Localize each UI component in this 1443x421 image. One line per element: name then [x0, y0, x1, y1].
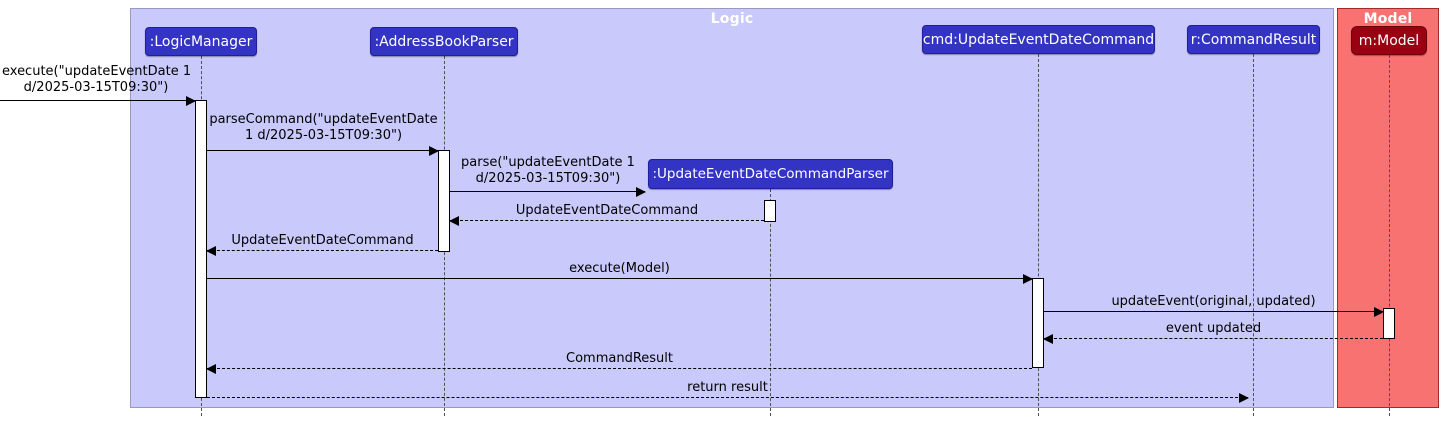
- message-execute-model-arrow: [207, 274, 1033, 284]
- arrowhead-icon: [1374, 307, 1384, 317]
- arrowhead-icon: [1023, 274, 1033, 284]
- arrowhead-icon: [636, 187, 646, 197]
- message-execute-entry-label: execute("updateEventDate 1 d/2025-03-15T…: [2, 64, 192, 96]
- participant-address-book-parser: :AddressBookParser: [370, 27, 518, 56]
- message-text: 1 d/2025-03-15T09:30"): [244, 128, 403, 143]
- arrowhead-icon: [186, 96, 196, 106]
- message-update-event-label: updateEvent(original, updated): [1044, 294, 1383, 310]
- lifeline-m-model: [1389, 55, 1390, 416]
- message-execute-entry-arrow: [0, 96, 196, 106]
- message-return-command-to-logic-manager-label: UpdateEventDateCommand: [207, 233, 438, 249]
- activation-m-model: [1383, 308, 1395, 339]
- message-return-result-label: return result: [207, 380, 1248, 396]
- arrowhead-icon: [449, 216, 459, 226]
- message-text: CommandResult: [566, 351, 673, 366]
- message-text: event updated: [1165, 321, 1262, 336]
- message-text: UpdateEventDateCommand: [231, 233, 414, 248]
- message-text: parse("updateEventDate 1: [461, 155, 635, 170]
- message-event-updated-label: event updated: [1044, 321, 1383, 337]
- message-text: d/2025-03-15T09:30"): [23, 80, 169, 95]
- message-return-result-arrow: [207, 393, 1249, 403]
- message-text: parseCommand("updateEventDate: [209, 112, 438, 127]
- lifeline-r-command-result: [1253, 54, 1254, 416]
- participant-m-model: m:Model: [1351, 26, 1427, 55]
- logic-frame: Logic: [130, 8, 1334, 408]
- arrowhead-icon: [1239, 393, 1249, 403]
- message-command-result-arrow: [206, 364, 1032, 374]
- message-return-command-to-parser-arrow: [449, 216, 764, 226]
- arrowhead-icon: [206, 246, 216, 256]
- logic-frame-title: Logic: [710, 11, 754, 27]
- message-update-event-arrow: [1044, 307, 1384, 317]
- message-text: UpdateEventDateCommand: [515, 203, 699, 218]
- arrowhead-icon: [1043, 334, 1053, 344]
- participant-logic-manager: :LogicManager: [145, 27, 257, 56]
- participant-r-command-result: r:CommandResult: [1187, 25, 1320, 54]
- message-text: return result: [687, 380, 768, 395]
- message-parse-label: parse("updateEventDate 1 d/2025-03-15T09…: [450, 155, 646, 187]
- arrowhead-icon: [429, 146, 439, 156]
- model-frame: Model: [1337, 8, 1439, 408]
- message-event-updated-arrow: [1043, 334, 1383, 344]
- lifeline-cmd-update-event-date-command: [1038, 54, 1039, 416]
- activation-update-event-date-command-parser: [764, 200, 776, 222]
- message-text: d/2025-03-15T09:30"): [475, 171, 621, 186]
- message-parse-command-arrow: [207, 146, 439, 156]
- message-parse-command-label: parseCommand("updateEventDate 1 d/2025-0…: [209, 112, 438, 144]
- message-text: execute(Model): [569, 261, 670, 276]
- message-return-command-to-parser-label: UpdateEventDateCommand: [450, 203, 764, 219]
- activation-address-book-parser: [438, 150, 450, 252]
- participant-cmd-update-event-date-command: cmd:UpdateEventDateCommand: [922, 25, 1155, 54]
- participant-update-event-date-command-parser: :UpdateEventDateCommandParser: [648, 159, 893, 189]
- message-execute-model-label: execute(Model): [207, 261, 1032, 277]
- message-command-result-label: CommandResult: [207, 351, 1032, 367]
- model-frame-title: Model: [1363, 11, 1413, 27]
- arrowhead-icon: [206, 364, 216, 374]
- message-text: execute("updateEventDate 1: [2, 64, 192, 79]
- message-text: updateEvent(original, updated): [1111, 294, 1316, 309]
- message-parse-arrow: [450, 187, 646, 197]
- lifeline-update-event-date-command-parser: [770, 189, 771, 416]
- message-return-command-to-logic-manager-arrow: [206, 246, 438, 256]
- activation-cmd-update-event-date-command: [1032, 278, 1044, 368]
